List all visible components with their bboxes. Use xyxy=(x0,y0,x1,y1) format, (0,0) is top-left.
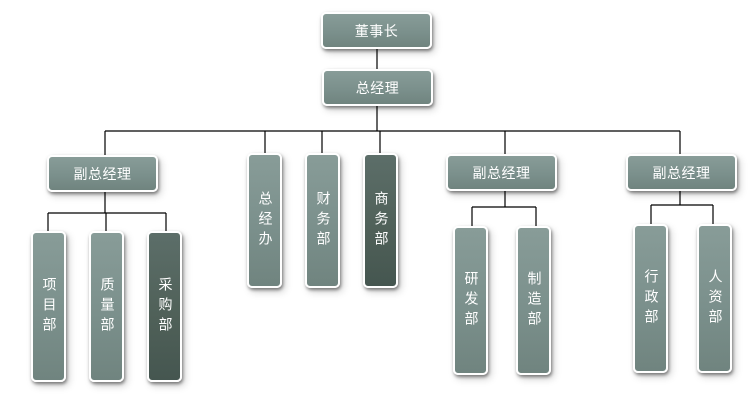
vp3-box: 副总经理 xyxy=(626,154,737,191)
dept-purchasing-box: 采购部 xyxy=(147,231,182,382)
dept-quality-box: 质量部 xyxy=(89,231,124,382)
dept-manufacturing-label: 制造部 xyxy=(525,270,542,331)
general-manager-box: 总经理 xyxy=(322,69,433,106)
vp3-label: 副总经理 xyxy=(652,165,711,182)
dept-gm-office-box: 总经办 xyxy=(247,153,282,288)
dept-rnd-box: 研发部 xyxy=(453,226,488,375)
dept-purchasing-label: 采购部 xyxy=(156,276,173,337)
dept-finance-box: 财务部 xyxy=(305,153,340,288)
dept-rnd-label: 研发部 xyxy=(462,270,479,331)
dept-gm-office-label: 总经办 xyxy=(256,190,273,251)
general-manager-label: 总经理 xyxy=(355,80,400,97)
vp2-label: 副总经理 xyxy=(472,165,531,182)
dept-project-label: 项目部 xyxy=(40,276,57,337)
chairman-box: 董事长 xyxy=(321,12,432,49)
vp1-label: 副总经理 xyxy=(73,166,132,183)
dept-hr-label: 人资部 xyxy=(706,268,723,329)
vp1-box: 副总经理 xyxy=(47,155,158,192)
chairman-label: 董事长 xyxy=(354,23,399,40)
dept-finance-label: 财务部 xyxy=(314,190,331,251)
dept-admin-label: 行政部 xyxy=(642,268,659,329)
dept-manufacturing-box: 制造部 xyxy=(516,226,551,375)
dept-business-label: 商务部 xyxy=(372,190,389,251)
dept-hr-box: 人资部 xyxy=(697,224,732,373)
dept-project-box: 项目部 xyxy=(31,231,66,382)
dept-quality-label: 质量部 xyxy=(98,276,115,337)
dept-business-box: 商务部 xyxy=(363,153,398,288)
dept-admin-box: 行政部 xyxy=(633,224,668,373)
vp2-box: 副总经理 xyxy=(446,154,557,191)
